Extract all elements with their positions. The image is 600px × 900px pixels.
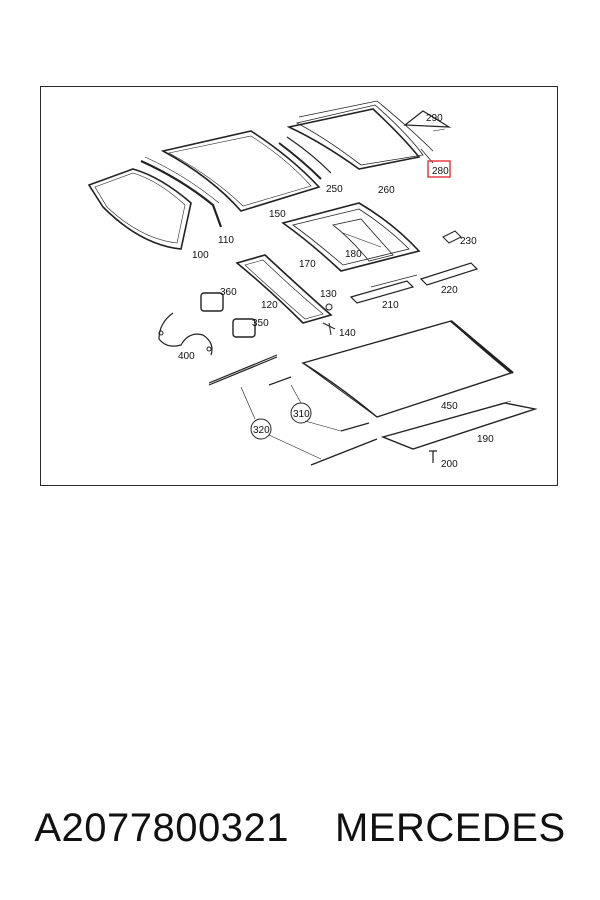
part-260-shape [286, 108, 421, 170]
part-400-shape [158, 312, 213, 356]
callout-450: 450 [441, 401, 458, 412]
part-120-shape [235, 254, 333, 324]
callout-400: 400 [178, 351, 195, 362]
part-280-shape [295, 104, 424, 166]
callout-110: 110 [218, 235, 234, 246]
callout-130: 130 [320, 289, 337, 300]
part-360-shape [200, 292, 224, 312]
callout-350: 350 [252, 318, 269, 329]
part-140-shape [322, 322, 336, 336]
callout-320: 320 [253, 425, 270, 436]
parts-diagram-frame: 100 110 120 130 140 150 170 180 190 200 … [40, 86, 558, 486]
part-110-shape [140, 159, 223, 228]
part-210-shape [349, 280, 415, 304]
part-number: A2077800321 [34, 806, 289, 850]
part-190-shape [380, 402, 538, 450]
part-230-shape [442, 230, 462, 244]
part-320-shape [208, 354, 278, 386]
part-220-shape [419, 262, 479, 286]
part-100-shape [87, 168, 192, 250]
callout-230: 230 [460, 236, 477, 247]
part-290-shape [403, 110, 452, 128]
part-200-shape [429, 450, 437, 463]
callout-190: 190 [477, 434, 494, 445]
part-180-shape [332, 218, 394, 262]
callout-100: 100 [192, 250, 209, 261]
brand-name: MERCEDES [334, 806, 566, 850]
callout-140: 140 [339, 328, 356, 339]
callout-260: 260 [378, 185, 395, 196]
part-310-shape [268, 376, 370, 432]
callout-210: 210 [382, 300, 399, 311]
part-450-shape [301, 320, 513, 418]
callout-250: 250 [326, 184, 343, 195]
callout-150: 150 [269, 209, 286, 220]
callout-170: 170 [299, 259, 316, 270]
callout-290: 290 [426, 113, 443, 124]
part-130-shape [325, 303, 333, 311]
callout-310: 310 [293, 409, 310, 420]
callout-180: 180 [345, 249, 362, 260]
part-170-shape [281, 202, 421, 272]
part-150-shape [160, 130, 321, 212]
callout-120: 120 [261, 300, 278, 311]
callout-220: 220 [441, 285, 458, 296]
sunroof-exploded-diagram: 100 110 120 130 140 150 170 180 190 200 … [87, 100, 538, 470]
part-250-shape [278, 142, 322, 180]
callout-200: 200 [441, 459, 458, 470]
part-350-shape [232, 318, 256, 338]
highlight-box-280 [427, 160, 451, 178]
callout-360: 360 [220, 287, 237, 298]
callout-280: 280 [432, 166, 449, 177]
caption-line: A2077800321 MERCEDES [0, 806, 600, 851]
